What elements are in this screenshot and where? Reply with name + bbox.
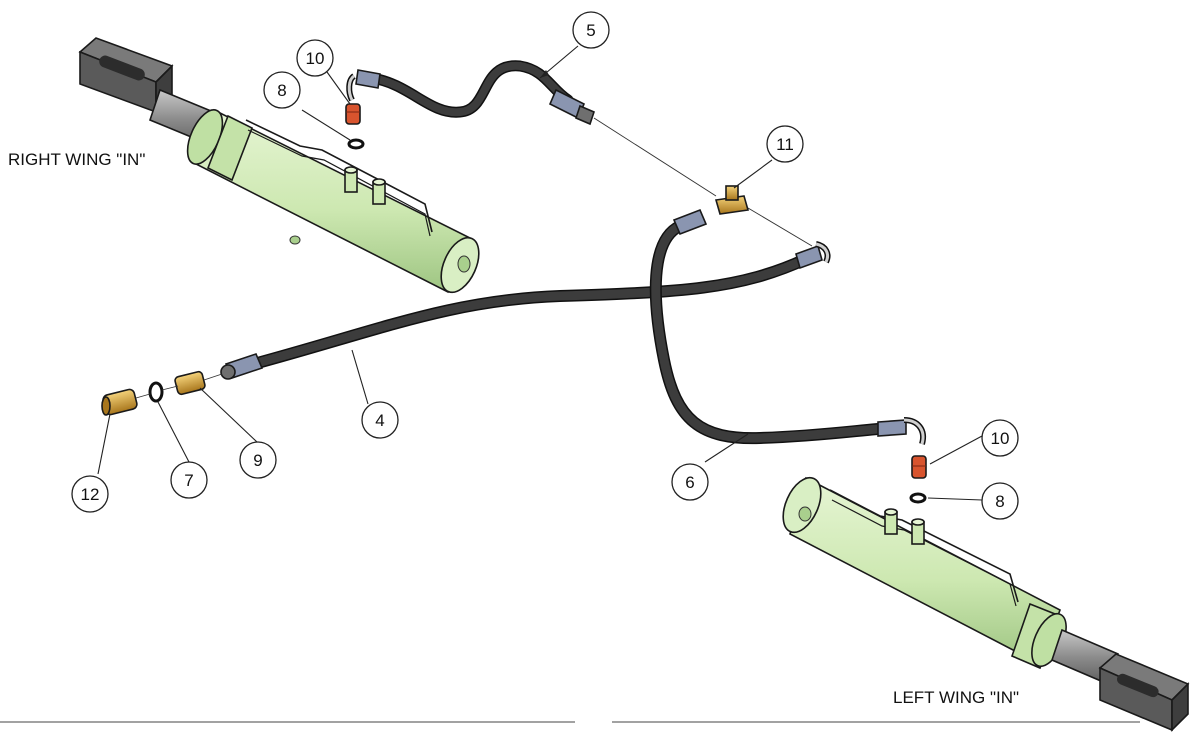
left-wing-cylinder [782, 476, 1190, 732]
callout-8-bottom: 8 [981, 482, 1019, 520]
callout-12: 12 [71, 475, 109, 513]
svg-text:7: 7 [184, 471, 193, 490]
right-clevis-block [78, 37, 174, 114]
svg-text:10: 10 [991, 429, 1010, 448]
tee-fitting-11 [714, 185, 750, 215]
hose-4 [220, 241, 831, 380]
oring-8-top [347, 138, 365, 150]
svg-text:10: 10 [306, 49, 325, 68]
callout-6: 6 [671, 463, 709, 501]
fitting-10-bottom [911, 455, 927, 479]
svg-text:5: 5 [586, 21, 595, 40]
left-clevis-block [1098, 653, 1190, 732]
right-cylinder-barrel [186, 108, 480, 294]
adapter-9 [174, 370, 206, 396]
callout-5: 5 [572, 11, 610, 49]
left-cylinder-barrel [782, 476, 1067, 670]
callout-10-top: 10 [296, 39, 334, 77]
oring-7 [148, 381, 164, 403]
callout-9: 9 [239, 441, 277, 479]
svg-text:4: 4 [375, 411, 384, 430]
callout-7: 7 [170, 461, 208, 499]
svg-text:9: 9 [253, 451, 262, 470]
svg-text:6: 6 [685, 473, 694, 492]
fitting-10-top [345, 103, 361, 125]
svg-text:12: 12 [81, 485, 100, 504]
right-wing-cylinder [78, 37, 480, 294]
oring-8-bottom [909, 492, 927, 504]
hose-5 [346, 60, 595, 126]
hose-6 [649, 208, 926, 445]
assembly-lines [135, 117, 813, 399]
left-wing-label: LEFT WING "IN" [893, 688, 1019, 707]
quick-coupler-12 [101, 388, 138, 416]
right-wing-label: RIGHT WING "IN" [8, 150, 145, 169]
callout-10-bottom: 10 [981, 419, 1019, 457]
callout-11: 11 [766, 125, 804, 163]
svg-text:8: 8 [995, 492, 1004, 511]
callout-4: 4 [361, 401, 399, 439]
callout-8-top: 8 [263, 71, 301, 109]
svg-text:8: 8 [277, 81, 286, 100]
svg-text:11: 11 [776, 135, 794, 154]
leader-lines [97, 45, 983, 501]
